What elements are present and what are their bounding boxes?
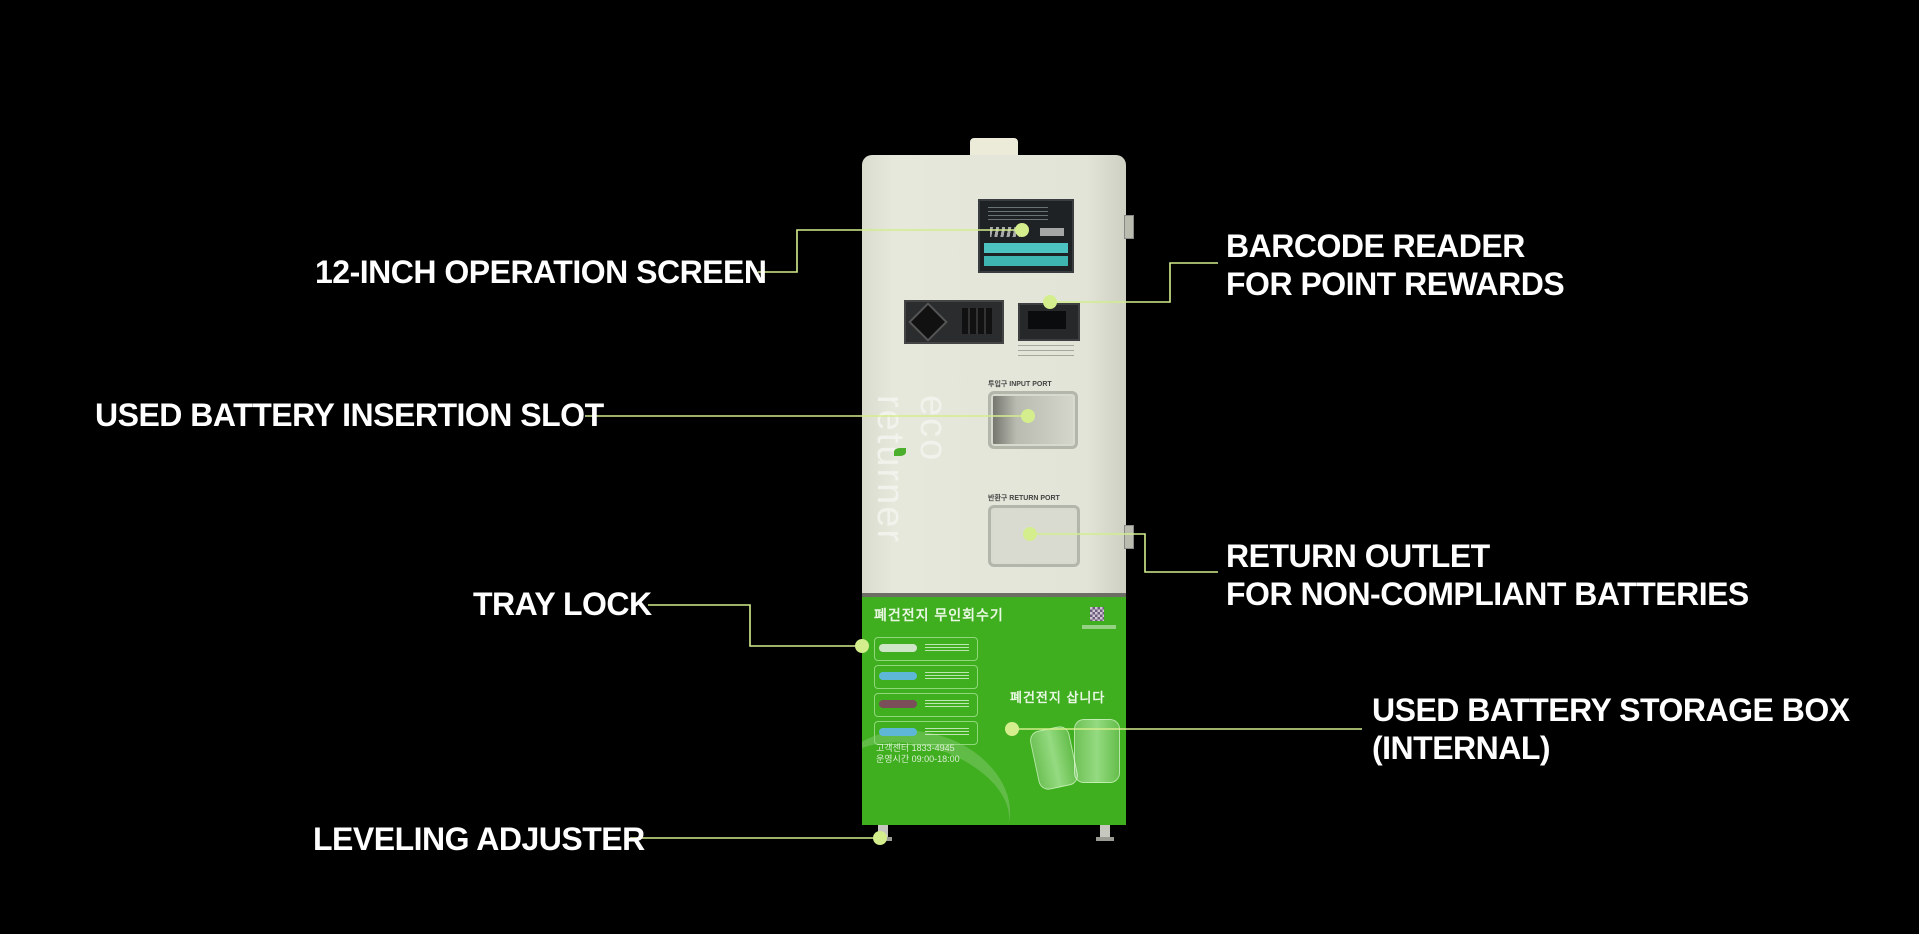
panel-slogan: 폐건전지 삽니다	[1010, 690, 1106, 705]
screen-text	[988, 207, 1048, 221]
label-line: USED BATTERY INSERTION SLOT	[95, 397, 604, 433]
label-storage-box: USED BATTERY STORAGE BOX (INTERNAL)	[1372, 691, 1850, 767]
insert-caption: 투입구 INPUT PORT	[988, 381, 1052, 388]
leveling-foot	[874, 825, 892, 841]
leaf-icon	[894, 448, 906, 456]
screen-button	[984, 243, 1068, 253]
label-line: FOR NON-COMPLIANT BATTERIES	[1226, 576, 1749, 612]
return-caption: 반환구 RETURN PORT	[988, 495, 1060, 502]
barcode-reader	[1018, 303, 1080, 341]
info-card	[874, 665, 978, 689]
label-operation-screen: 12-INCH OPERATION SCREEN	[315, 253, 767, 291]
brand-text: eco returner	[869, 395, 954, 545]
leader-tray-lock	[648, 604, 862, 647]
card-image	[879, 700, 917, 708]
label-line: USED BATTERY STORAGE BOX	[1372, 692, 1850, 728]
label-line: RETURN OUTLET	[1226, 538, 1490, 574]
panel-title: 폐건전지 무인회수기	[874, 607, 1004, 623]
contact-info: 고객센터 1833-4945 운영시간 09:00-18:00	[876, 743, 960, 765]
barcode-window	[1028, 311, 1066, 329]
dpad-icon	[908, 302, 948, 342]
battery-icon	[1074, 719, 1120, 783]
screen-button	[984, 256, 1068, 266]
info-card	[874, 721, 978, 745]
label-tray-lock: TRAY LOCK	[473, 585, 652, 623]
label-line: LEVELING ADJUSTER	[313, 821, 645, 857]
card-text	[925, 644, 969, 652]
panel-seam	[862, 593, 1126, 597]
label-leveling-adjuster: LEVELING ADJUSTER	[313, 820, 645, 858]
label-line: 12-INCH OPERATION SCREEN	[315, 254, 767, 290]
card-text	[925, 700, 969, 708]
card-pill	[879, 728, 917, 736]
info-card	[874, 693, 978, 717]
keypad	[904, 300, 1004, 344]
operation-screen	[978, 199, 1074, 273]
label-line: (INTERNAL)	[1372, 730, 1551, 766]
top-cap	[970, 138, 1018, 156]
contact-phone: 고객센터 1833-4945	[876, 743, 955, 753]
contact-hours: 운영시간 09:00-18:00	[876, 754, 960, 764]
machine-upper-body: 투입구 INPUT PORT 반환구 RETURN PORT eco retur…	[862, 155, 1134, 593]
label-battery-insertion-slot: USED BATTERY INSERTION SLOT	[95, 396, 604, 434]
label-line: FOR POINT REWARDS	[1226, 266, 1565, 302]
card-text	[925, 672, 969, 680]
card-logo	[879, 644, 917, 652]
battery-icon	[1028, 724, 1080, 792]
screen-battery-graphic	[990, 227, 1020, 237]
qr-code-icon	[1090, 607, 1104, 621]
label-barcode-reader: BARCODE READER FOR POINT REWARDS	[1226, 227, 1565, 303]
leveling-foot	[1096, 825, 1114, 841]
card-pill	[879, 672, 917, 680]
card-text	[925, 728, 969, 736]
qr-caption	[1082, 625, 1116, 629]
barcode-caption	[1018, 345, 1074, 357]
label-line: BARCODE READER	[1226, 228, 1525, 264]
machine-lower-panel: 폐건전지 무인회수기 폐건전지 삽니다 고객센터 1833-4945 운영시간 …	[862, 593, 1126, 825]
number-grid-icon	[962, 308, 992, 334]
return-outlet	[988, 505, 1080, 567]
side-latch	[1124, 525, 1134, 549]
label-return-outlet: RETURN OUTLET FOR NON-COMPLIANT BATTERIE…	[1226, 537, 1749, 613]
battery-collection-machine: 투입구 INPUT PORT 반환구 RETURN PORT eco retur…	[862, 138, 1134, 841]
label-line: TRAY LOCK	[473, 586, 652, 622]
insertion-slot	[988, 391, 1078, 449]
info-card	[874, 637, 978, 661]
screen-logo	[1040, 228, 1064, 236]
side-latch	[1124, 215, 1134, 239]
